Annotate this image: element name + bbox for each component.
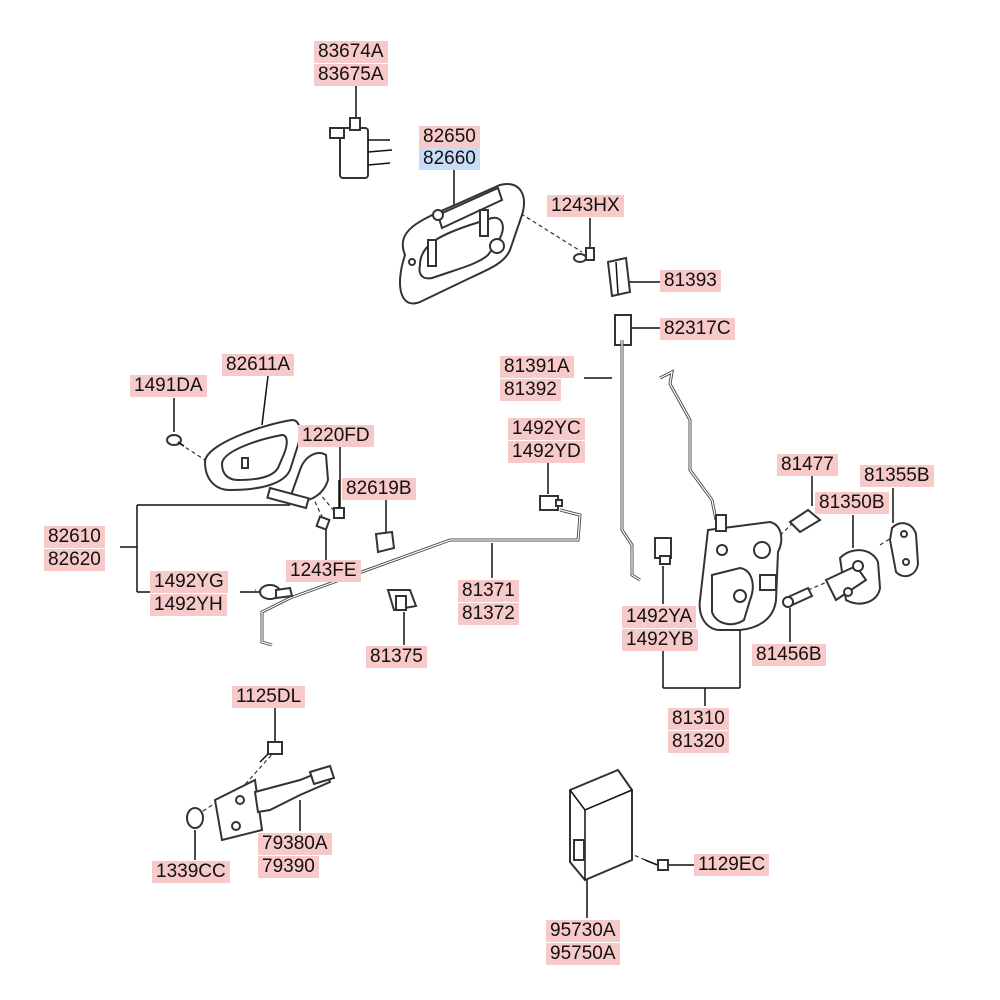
clip-81393-part: [606, 256, 632, 298]
clip-1492YG-part: [259, 584, 294, 600]
shim-81355B-part: [888, 522, 920, 578]
label-83675A[interactable]: 83675A: [314, 64, 388, 86]
nut-1339CC-part: [186, 807, 204, 829]
label-1492YG[interactable]: 1492YG: [150, 571, 228, 593]
striker-81350B-part: [824, 549, 882, 605]
label-81355B[interactable]: 81355B: [860, 465, 934, 487]
door-latch-81310-part: [698, 514, 783, 631]
inside-handle-82611A-part: [203, 418, 330, 510]
label-1125DL[interactable]: 1125DL: [232, 686, 306, 708]
rod-81371-part: [260, 508, 582, 647]
bolt-1129EC-part: [644, 859, 669, 871]
label-81372[interactable]: 81372: [458, 603, 519, 625]
label-1492YD[interactable]: 1492YD: [508, 441, 585, 463]
label-81350B[interactable]: 81350B: [815, 492, 889, 514]
assembly-dash-lines: [173, 209, 897, 863]
label-82650[interactable]: 82650: [419, 126, 480, 148]
cap-82619B-part: [374, 530, 396, 554]
module-95730A-part: [569, 768, 633, 882]
label-81320[interactable]: 81320: [668, 731, 729, 753]
screw-81456B-part: [782, 586, 814, 608]
label-1492YB[interactable]: 1492YB: [622, 629, 698, 651]
label-95730A[interactable]: 95730A: [546, 920, 620, 942]
label-81456B[interactable]: 81456B: [752, 644, 826, 666]
screw-1243FE-part: [315, 515, 331, 531]
label-81391A[interactable]: 81391A: [500, 356, 574, 378]
label-81310[interactable]: 81310: [668, 708, 729, 730]
rod-81391A-part: [614, 314, 641, 582]
label-1492YC[interactable]: 1492YC: [508, 418, 585, 440]
label-79390[interactable]: 79390: [258, 856, 319, 878]
label-82610[interactable]: 82610: [44, 526, 105, 548]
lock-rod-part: [659, 369, 718, 521]
label-1243HX[interactable]: 1243HX: [547, 195, 624, 217]
clip-1492YA-part: [654, 537, 672, 565]
label-82660[interactable]: 82660: [419, 148, 480, 170]
label-1492YA[interactable]: 1492YA: [622, 606, 697, 628]
bolt-1125DL-part: [259, 741, 283, 763]
label-82620[interactable]: 82620: [44, 549, 105, 571]
bracket-83674A-part: [329, 117, 393, 179]
screw-1243HX-part: [573, 247, 595, 263]
door-checker-79380A-part: [213, 764, 336, 842]
label-82619B[interactable]: 82619B: [342, 478, 416, 500]
label-83674A[interactable]: 83674A: [314, 41, 388, 63]
label-1129EC[interactable]: 1129EC: [694, 854, 770, 876]
screw-81477-part: [788, 508, 822, 534]
label-1492YH[interactable]: 1492YH: [150, 594, 227, 616]
label-82611A[interactable]: 82611A: [222, 354, 295, 376]
label-81477[interactable]: 81477: [777, 454, 838, 476]
label-81393[interactable]: 81393: [660, 270, 721, 292]
label-1491DA[interactable]: 1491DA: [130, 375, 207, 397]
label-79380A[interactable]: 79380A: [258, 833, 332, 855]
outside-handle-82650-part: [399, 183, 525, 305]
leader-lines: [120, 86, 894, 918]
label-1243FE[interactable]: 1243FE: [286, 560, 361, 582]
label-81375[interactable]: 81375: [366, 646, 427, 668]
clip-1492YC-part: [539, 495, 563, 511]
clip-81375-part: [386, 589, 418, 612]
label-81392[interactable]: 81392: [500, 379, 561, 401]
label-95750A[interactable]: 95750A: [546, 943, 620, 965]
screw-1220FD-part: [333, 480, 345, 519]
label-1220FD[interactable]: 1220FD: [298, 425, 374, 447]
screw-1491DA-part: [166, 434, 185, 447]
label-81371[interactable]: 81371: [458, 580, 519, 602]
label-82317C[interactable]: 82317C: [660, 318, 735, 340]
label-1339CC[interactable]: 1339CC: [152, 861, 230, 883]
